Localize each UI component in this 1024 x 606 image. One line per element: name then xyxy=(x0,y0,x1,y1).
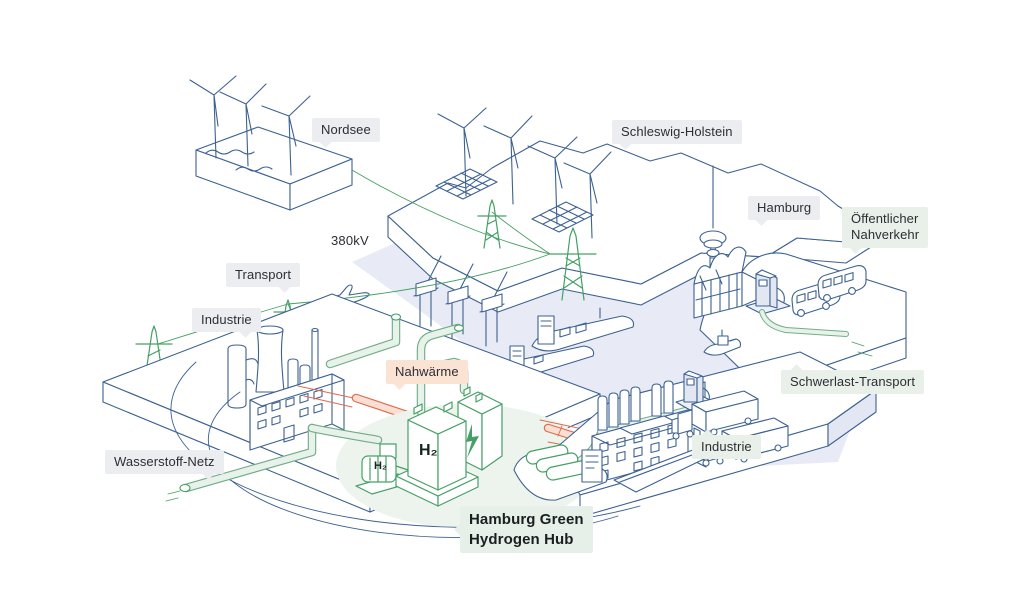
label-wasserstoff-netz: Wasserstoff-Netz xyxy=(105,450,224,475)
refinery xyxy=(227,325,345,451)
bus-hydrogen-pipe xyxy=(759,309,873,357)
label-industrie-links: Industrie xyxy=(192,308,261,333)
label-h2-electrolyzer: H₂ xyxy=(419,442,438,459)
label-nahwaerme: Nahwärme xyxy=(386,360,468,385)
wind-turbine xyxy=(189,75,311,176)
wind-turbine xyxy=(437,107,612,239)
label-380kv: 380kV xyxy=(331,233,369,248)
offshore-wind-farm xyxy=(189,75,353,211)
schleswig-holstein-land xyxy=(387,107,872,313)
compressor xyxy=(355,443,415,495)
cargo-ship xyxy=(531,307,635,352)
label-hub-title: Hamburg Green Hydrogen Hub xyxy=(460,506,593,553)
label-industrie-rechts: Industrie xyxy=(692,435,761,460)
power-pylon xyxy=(549,227,597,301)
label-transport: Transport xyxy=(226,263,301,288)
label-nordsee: Nordsee xyxy=(312,118,380,143)
power-pylon xyxy=(477,199,507,249)
label-h2-compressor: H₂ xyxy=(374,460,387,472)
electrolyzer xyxy=(395,401,479,507)
hydrogen-network-pipe xyxy=(165,423,383,502)
hydrogen-bus-station xyxy=(745,269,791,315)
tugboat xyxy=(703,329,742,356)
label-schwerlast-transport: Schwerlast-Transport xyxy=(781,370,925,395)
solar-panel-array xyxy=(531,201,594,233)
label-oeffentlicher-nahverkehr: Öffentlicher Nahverkehr xyxy=(842,207,929,248)
elbphilharmonie xyxy=(693,246,757,319)
truck xyxy=(671,390,759,440)
bus xyxy=(817,265,867,302)
port-cranes xyxy=(413,255,508,347)
label-hamburg: Hamburg xyxy=(748,196,821,221)
hydrogen-tanker-ship xyxy=(513,444,608,501)
solar-panel-array xyxy=(435,168,498,200)
label-schleswig-holstein: Schleswig-Holstein xyxy=(612,120,742,145)
